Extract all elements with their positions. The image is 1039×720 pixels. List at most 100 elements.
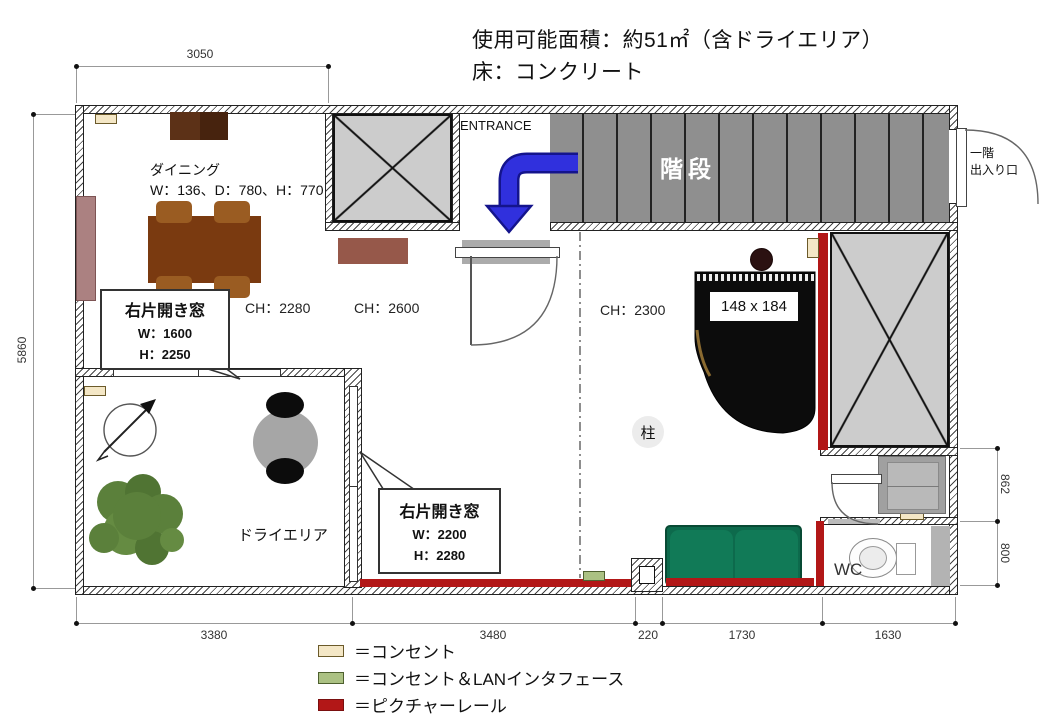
legend-label-outlet: ＝コンセント [354, 643, 456, 662]
dim-ext [960, 585, 997, 586]
exit-door-arc [964, 129, 1039, 205]
dining-size: W：136、D：780、H：770 [150, 182, 324, 198]
window-vertical [349, 386, 358, 582]
corridor-bottom-wall-right [550, 222, 958, 231]
dim-ext [352, 597, 353, 623]
wc-partition [931, 526, 950, 586]
dim-bottom-3480: 3480 [479, 628, 507, 642]
dim-dot [995, 519, 1000, 524]
utility-appliance [878, 456, 946, 514]
toilet-bowl-inner [859, 546, 887, 570]
utility-appliance-line [887, 486, 939, 487]
dry-chair-south [266, 458, 304, 484]
dim-dot [31, 112, 36, 117]
utility-door-arc [831, 481, 879, 525]
legend-label-lan: ＝コンセント＆LANインタフェース [354, 670, 625, 689]
dim-dot [953, 621, 958, 626]
dining-chair [214, 201, 250, 223]
window1-title: 右片開き窓 [124, 302, 205, 320]
wall-shelf-dark [200, 112, 228, 140]
pillar-label: 柱 [632, 416, 664, 448]
sofa-cushion [735, 530, 798, 583]
wc-label: WC [834, 560, 863, 579]
ch-label-2600: CH：2600 [352, 298, 422, 318]
exit-door-leaf [956, 128, 967, 207]
dim-top-ext-right [328, 66, 329, 103]
sofa-cushion [670, 530, 733, 583]
dim-ext [822, 597, 823, 623]
wc-threshold [828, 519, 880, 524]
toilet-tank [896, 543, 916, 575]
title-floor-line: 床：コンクリート [472, 61, 644, 84]
compass-needle [103, 405, 151, 453]
void-shaft-left [333, 114, 452, 222]
utility-top-wall [820, 447, 958, 456]
dim-dot [820, 621, 825, 626]
ch-label-2280: CH：2280 [243, 298, 313, 318]
outer-wall-left [75, 105, 84, 595]
dim-top-label: 3050 [186, 47, 214, 61]
storage-bench [338, 238, 408, 264]
dim-dot [326, 64, 331, 69]
window-mullion [350, 486, 357, 487]
stairs-label: 階段 [660, 156, 716, 182]
dim-dot [31, 586, 36, 591]
dim-left-ext-top [33, 114, 75, 115]
compass-circle [103, 403, 157, 457]
ch-label-2300: CH：2300 [598, 300, 668, 320]
dim-dot [350, 621, 355, 626]
dim-dot [633, 621, 638, 626]
window2-height: H：2280 [413, 548, 466, 563]
dim-bottom-3380: 3380 [200, 628, 228, 642]
dining-table [148, 216, 261, 283]
dim-ext [635, 597, 636, 623]
picture-rail-wc [816, 521, 824, 586]
utility-door-leaf [831, 474, 882, 484]
entry-arrow-head [484, 204, 534, 234]
legend-swatch-rail [318, 698, 344, 711]
legend-label-rail: ＝ピクチャーレール [354, 697, 507, 716]
dim-dot [995, 446, 1000, 451]
window1-height: H：2250 [139, 346, 191, 362]
corridor-bottom-wall-left [325, 222, 460, 231]
window2-callout: 右片開き窓 W：2200 H：2280 [378, 488, 501, 574]
piano-stool [750, 248, 773, 271]
dim-dot [660, 621, 665, 626]
dim-right-line [997, 448, 998, 585]
plant [89, 474, 184, 565]
void-shaft-right [830, 232, 949, 447]
stairs-area [550, 114, 949, 222]
compass-head [140, 399, 156, 414]
dim-dot [74, 621, 79, 626]
dim-ext [960, 448, 997, 449]
legend-swatch-outlet [318, 644, 344, 657]
dim-left-ext-bottom [33, 588, 75, 589]
picture-rail-vertical [818, 233, 828, 450]
outlet-piano-wall [807, 238, 819, 258]
window1-callout: 右片開き窓 W：1600 H：2250 [100, 289, 230, 370]
entrance-label: ENTRANCE [460, 118, 532, 133]
exit-label: 一階 出入り口 [970, 145, 1018, 179]
dim-dot [995, 583, 1000, 588]
compass-tail [95, 451, 109, 462]
legend: ＝コンセント ＝コンセント＆LANインタフェース ＝ピクチャーレール [318, 637, 624, 718]
dining-label: ダイニング W：136、D：780、H：770 [150, 160, 324, 200]
piano-size-tag: 148 x 184 [710, 292, 798, 321]
dim-left-line [33, 114, 34, 588]
outlet-dryarea [84, 386, 106, 396]
pillar-220-core [639, 566, 655, 584]
window2-width: W：2200 [412, 527, 467, 542]
dry-chair-north [266, 392, 304, 418]
piano-keyboard [697, 273, 814, 281]
dim-bottom-1630: 1630 [874, 628, 902, 642]
callout2-pointer [359, 451, 421, 493]
dim-top-ext-left [76, 66, 77, 103]
entrance-door-frame [455, 247, 560, 258]
sofa [665, 525, 802, 586]
legend-row-lan: ＝コンセント＆LANインタフェース [318, 664, 624, 691]
exit-label-line2: 出入り口 [970, 163, 1019, 177]
piano-edge-trim [695, 329, 712, 377]
dining-title: ダイニング [150, 162, 220, 178]
dim-bottom-line [76, 623, 955, 624]
dim-dot [74, 64, 79, 69]
